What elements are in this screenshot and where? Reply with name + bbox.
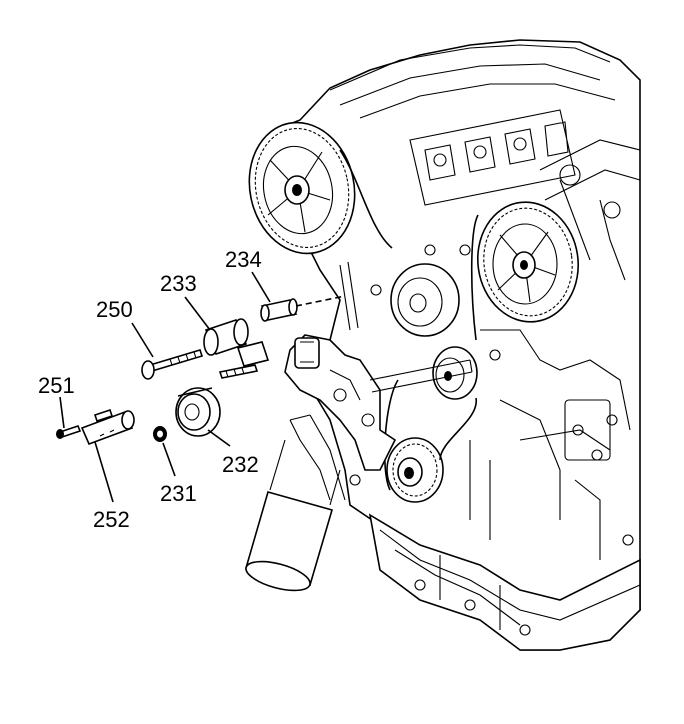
- timing-belt: [339, 149, 479, 491]
- oil-pan: [368, 513, 641, 651]
- spacer-233: [203, 318, 249, 356]
- left-camshaft-sprocket: [248, 121, 356, 255]
- bolt-250: [141, 349, 204, 380]
- callout-233: 233: [160, 271, 197, 296]
- tensioner-pulley-232: [175, 387, 221, 437]
- lower-block: [469, 329, 631, 560]
- right-camshaft-sprocket: [476, 201, 580, 323]
- leader-lines: [59, 271, 271, 503]
- right-cylinder-head: [539, 139, 641, 281]
- idler-pulley: [432, 346, 478, 400]
- tensioner-actuator-252: [80, 408, 135, 446]
- intake-ports: [409, 109, 576, 206]
- callouts: 234 233 250 251 252 231 232: [38, 247, 262, 532]
- callout-252: 252: [93, 507, 130, 532]
- tensioner-bracket: [284, 261, 473, 471]
- water-pump-pulley: [390, 263, 460, 337]
- oil-filter: [245, 414, 346, 592]
- crankshaft-sprocket: [386, 437, 444, 503]
- washer-231: [153, 426, 167, 442]
- callout-231: 231: [160, 481, 197, 506]
- callout-232: 232: [222, 452, 259, 477]
- spacer-234: [260, 295, 346, 322]
- callout-251: 251: [38, 373, 75, 398]
- callout-250: 250: [96, 297, 133, 322]
- top-cover: [329, 44, 616, 119]
- tensioner-plate: [218, 341, 270, 379]
- callout-234: 234: [225, 247, 262, 272]
- bolt-251: [56, 425, 82, 439]
